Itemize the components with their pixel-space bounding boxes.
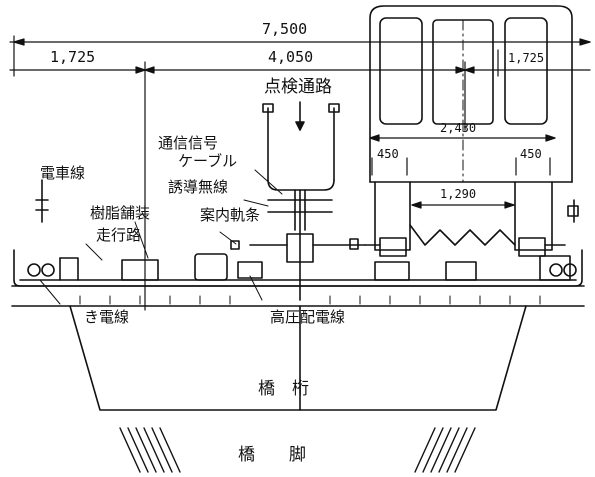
label-running-path: 走行路 — [96, 226, 141, 244]
leader-lines — [39, 169, 283, 305]
dim-center-span: 4,050 — [268, 48, 313, 66]
label-guide-rail: 案内軌条 — [200, 206, 260, 224]
label-bridge-girder: 橋 桁 — [258, 379, 309, 399]
guide-rail — [230, 238, 366, 250]
dim-vehicle-width: 2,430 — [440, 121, 476, 135]
inspection-walkway — [262, 101, 340, 301]
girder-slab — [11, 285, 585, 307]
dim-guideway-gap: 1,290 — [440, 187, 476, 201]
label-inspection-path: 点検通路 — [264, 77, 332, 97]
trolley-wire-fitting — [35, 179, 579, 223]
vehicle-bogies — [364, 181, 566, 257]
vehicle-body — [369, 5, 573, 183]
label-signal-cable-2: ケーブル — [178, 152, 237, 170]
component-labels: 点検通路 通信信号 ケーブル 誘導無線 電車線 樹脂舗装 案内軌条 走行路 き電… — [40, 77, 345, 465]
label-high-voltage-wire: 高圧配電線 — [270, 308, 345, 326]
dimension-labels: 7,500 1,725 4,050 1,725 2,430 450 450 1,… — [50, 20, 544, 201]
label-induction-wire: 誘導無線 — [168, 178, 228, 196]
bridge-deck — [13, 249, 583, 287]
dim-right-wheel-gap: 450 — [520, 147, 542, 161]
bridge-girder — [69, 305, 527, 411]
label-trolley-wire: 電車線 — [40, 164, 85, 182]
dim-left-wheel-gap: 450 — [377, 147, 399, 161]
dim-total-width: 7,500 — [262, 20, 307, 38]
label-resin-paving: 樹脂舗装 — [90, 204, 150, 222]
dim-left-offset: 1,725 — [50, 48, 95, 66]
dim-right-offset: 1,725 — [508, 51, 544, 65]
label-feeder-wire: き電線 — [84, 308, 129, 326]
label-bridge-pier: 橋 脚 — [238, 445, 306, 465]
bridge-pier — [119, 427, 476, 473]
label-signal-cable-1: 通信信号 — [158, 134, 218, 152]
